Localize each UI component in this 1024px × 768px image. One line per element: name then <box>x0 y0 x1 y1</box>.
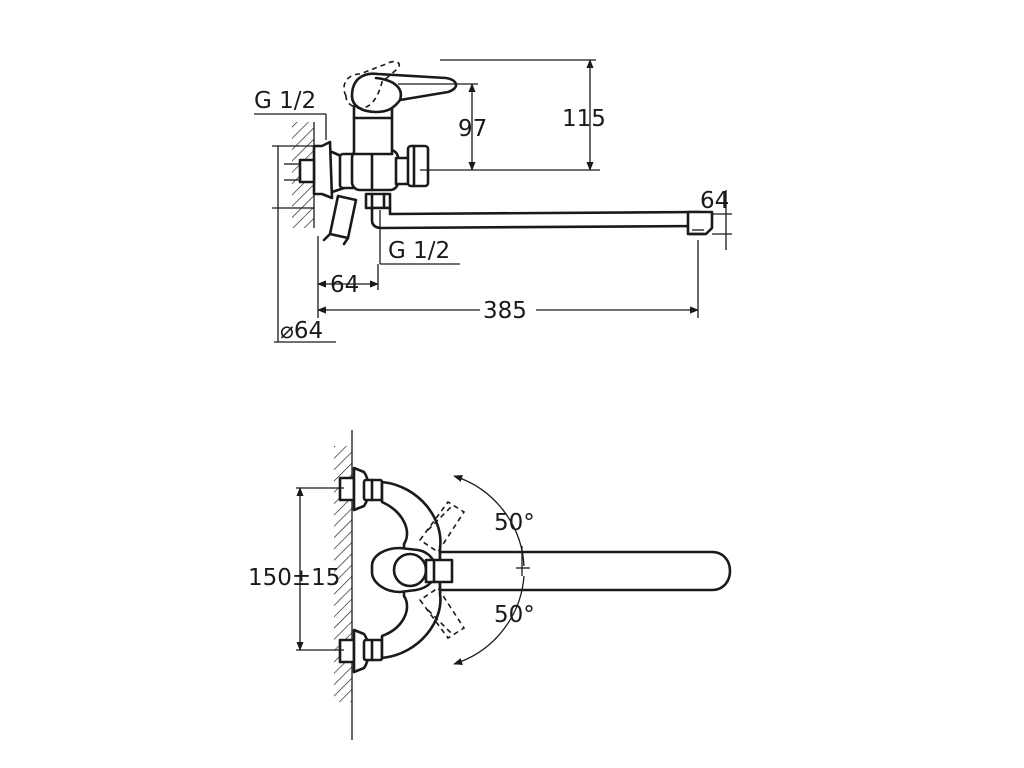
top-view: 150±15 50° 50° <box>248 430 732 740</box>
top-spout <box>438 550 732 592</box>
side-view: G 1/2 97 115 64 G 1/2 64 385 ⌀64 <box>254 59 732 344</box>
swing-arcs <box>453 474 530 666</box>
dim-offset: 64 <box>330 272 359 298</box>
dim-inlet-thread: G 1/2 <box>254 88 316 114</box>
lower-eccentric <box>338 628 384 674</box>
dim-outlet-thread: G 1/2 <box>388 238 450 264</box>
dim-swivel-up: 50° <box>494 510 535 536</box>
lever-handle <box>350 72 458 114</box>
dim-height-to-lever: 97 <box>458 116 487 142</box>
shower-outlet <box>322 194 358 246</box>
dim-center-distance: 150±15 <box>248 565 340 591</box>
dim-swivel-down: 50° <box>494 602 535 628</box>
body-union-nut <box>338 148 400 192</box>
dim-total-height: 115 <box>562 106 606 132</box>
top-lever-base <box>370 546 454 594</box>
dim-spout-height: 64 <box>700 188 729 214</box>
center-distance-dimension <box>296 487 344 651</box>
spout-nut <box>364 192 392 210</box>
upper-eccentric <box>338 466 384 512</box>
lever-swing-positions <box>418 500 466 640</box>
spout <box>370 206 714 236</box>
dim-spout-length: 385 <box>483 298 527 324</box>
diverter-knob <box>394 144 430 188</box>
dim-flange-diameter: ⌀64 <box>280 318 323 344</box>
side-dimension-lines <box>254 59 732 343</box>
lever-alt-position <box>343 60 401 109</box>
